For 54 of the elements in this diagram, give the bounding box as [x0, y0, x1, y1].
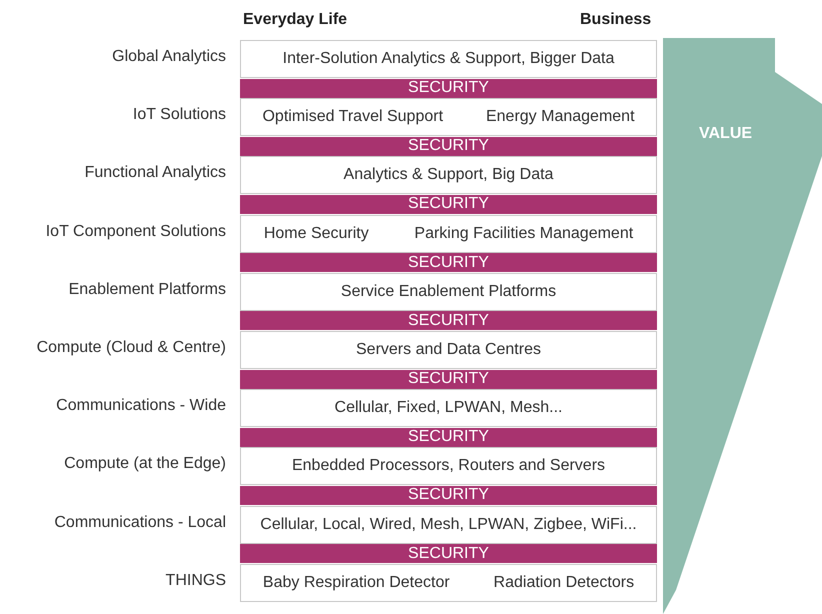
- layer-text: Parking Facilities Management: [414, 224, 634, 243]
- layer-text: Radiation Detectors: [494, 574, 634, 592]
- layer-name: THINGS: [166, 572, 226, 590]
- layer-text: Inter-Solution Analytics & Support, Bigger Data: [282, 50, 614, 68]
- security-bar: [240, 311, 657, 330]
- layer-name: Functional Analytics: [84, 164, 226, 182]
- layer-row: [240, 40, 657, 78]
- security-bar: [240, 486, 657, 505]
- layer-row: [240, 564, 657, 602]
- layer-row: [240, 214, 657, 253]
- layer-name: Communications - Local: [54, 514, 226, 532]
- layer-text: Enbedded Processors, Routers and Servers: [292, 457, 606, 476]
- security-label: SECURITY: [408, 79, 489, 97]
- security-label: SECURITY: [408, 137, 489, 156]
- security-bar: [240, 428, 657, 447]
- security-label: SECURITY: [408, 195, 489, 214]
- security-bar: [240, 194, 657, 214]
- layer-text: Home Security: [264, 224, 369, 243]
- layer-text: Energy Management: [486, 108, 635, 126]
- security-label: SECURITY: [408, 370, 489, 388]
- security-label: SECURITY: [408, 312, 489, 330]
- layer-name: Compute (Cloud & Centre): [36, 339, 226, 357]
- layer-row: [240, 331, 657, 369]
- layer-name: Communications - Wide: [56, 397, 226, 416]
- layer-name: Global Analytics: [112, 48, 226, 66]
- layer-row: [240, 447, 657, 486]
- layer-name: IoT Component Solutions: [46, 222, 226, 241]
- layer-text: Optimised Travel Support: [262, 108, 444, 126]
- layer-text: Cellular, Local, Wired, Mesh, LPWAN, Zigbee, WiFi...: [260, 516, 637, 534]
- security-label: SECURITY: [408, 544, 489, 563]
- security-bar: [240, 544, 657, 564]
- security-bar: [240, 78, 657, 98]
- security-label: SECURITY: [408, 486, 489, 504]
- layer-row: [240, 98, 657, 136]
- layer-text: Analytics & Support, Big Data: [344, 166, 554, 184]
- column-heading: Business: [580, 11, 652, 29]
- security-bar: [240, 253, 657, 272]
- layer-row: [240, 389, 657, 428]
- security-bar: [240, 136, 657, 156]
- layer-name: Compute (at the Edge): [64, 455, 226, 474]
- layer-row: [240, 506, 657, 544]
- security-label: SECURITY: [408, 254, 489, 272]
- layer-name: IoT Solutions: [132, 106, 226, 124]
- layer-text: Servers and Data Centres: [356, 341, 541, 359]
- layer-row: [240, 156, 657, 194]
- layer-name: Enablement Platforms: [68, 280, 226, 299]
- security-bar: [240, 370, 657, 388]
- security-label: SECURITY: [408, 428, 489, 446]
- layer-text: Cellular, Fixed, LPWAN, Mesh...: [334, 399, 562, 418]
- value-label: VALUE: [699, 125, 752, 143]
- layer-text: Baby Respiration Detector: [262, 574, 450, 592]
- layer-row: [240, 272, 657, 311]
- layer-text: Service Enablement Platforms: [340, 282, 556, 301]
- column-heading: Everyday Life: [243, 11, 348, 29]
